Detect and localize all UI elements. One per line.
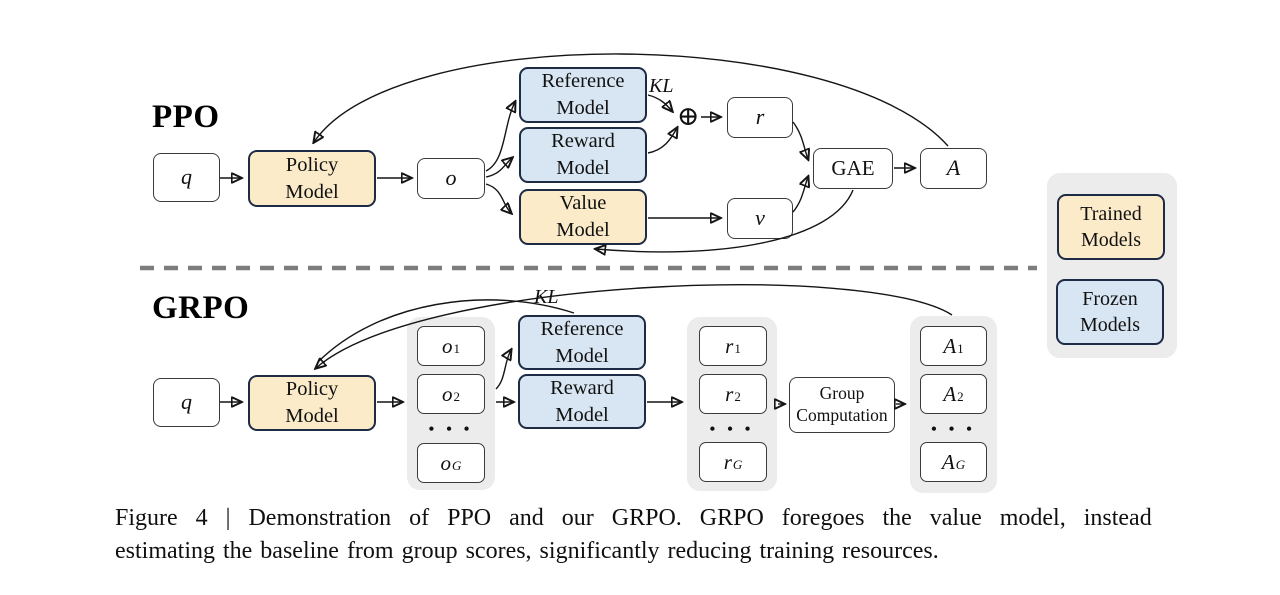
reward-g-base: r [723, 449, 732, 474]
grpo-advantages-ellipsis: • • • [931, 420, 976, 438]
advantage-2-base: A [943, 381, 957, 406]
ppo-value-label: v [755, 205, 765, 231]
grpo-policy-model-box: Policy Model [248, 375, 376, 431]
ppo-query-label: q [181, 164, 192, 190]
arrow-ppo-o-to-reward [485, 158, 512, 178]
output-2-base: o [441, 381, 453, 406]
grpo-outputs-ellipsis: • • • [428, 420, 474, 438]
advantage-g-sub: G [955, 457, 966, 472]
ppo-value-box: v [727, 198, 793, 239]
ppo-advantage-box: A [920, 148, 987, 189]
grpo-query-label: q [181, 389, 192, 415]
grpo-reference-model-box: Reference Model [518, 315, 646, 370]
arrow-ppo-o-to-value [485, 183, 511, 213]
ppo-gae-box: GAE [813, 148, 893, 189]
ppo-advantage-label: A [946, 155, 961, 181]
grpo-query-box: q [153, 378, 220, 427]
grpo-group-computation-box: Group Computation [789, 377, 895, 433]
arrow-ppo-v-to-gae [792, 177, 808, 213]
grpo-heading: GRPO [152, 290, 250, 326]
arrow-ppo-reward-to-oplus [647, 128, 677, 154]
legend-frozen-models: Frozen Models [1056, 279, 1164, 345]
oplus-icon: ⊕ [676, 101, 700, 131]
legend-trained-models: Trained Models [1057, 194, 1165, 260]
grpo-rewards-ellipsis: • • • [709, 420, 755, 438]
output-1-sub: 1 [453, 341, 460, 356]
figure-caption: Figure 4 | Demonstration of PPO and our … [115, 502, 1175, 568]
ppo-policy-model-box: Policy Model [248, 150, 376, 207]
output-1-base: o [441, 333, 453, 358]
reward-2-sub: 2 [734, 389, 741, 404]
caption-line-2: estimating the baseline from group score… [115, 538, 939, 564]
ppo-output-box: o [417, 158, 485, 199]
advantage-g-base: A [941, 449, 955, 474]
reward-g-sub: G [732, 457, 743, 472]
grpo-reward-model-box: Reward Model [518, 374, 646, 429]
caption-line-1: Figure 4 | Demonstration of PPO and our … [115, 505, 1152, 531]
advantage-1-sub: 1 [957, 341, 964, 356]
ppo-output-label: o [445, 165, 457, 191]
grpo-kl-label: KL [534, 286, 559, 308]
output-g-sub: G [452, 458, 462, 473]
output-g-base: o [440, 450, 452, 475]
ppo-kl-label: KL [649, 75, 674, 97]
ppo-query-box: q [153, 153, 220, 202]
reward-1-base: r [725, 333, 734, 358]
ppo-reward-box: r [727, 97, 793, 138]
arrow-grpo-outputs-to-reference [495, 350, 511, 390]
ppo-heading: PPO [152, 99, 220, 135]
ppo-reward-model-box: Reward Model [519, 127, 647, 183]
ppo-reference-model-box: Reference Model [519, 67, 647, 123]
ppo-reward-label: r [755, 104, 765, 130]
output-2-sub: 2 [453, 389, 460, 404]
advantage-2-sub: 2 [957, 389, 964, 404]
advantage-1-base: A [943, 333, 957, 358]
arrow-ppo-r-to-gae [792, 121, 808, 159]
reward-2-base: r [725, 381, 734, 406]
reward-1-sub: 1 [734, 341, 741, 356]
ppo-value-model-box: Value Model [519, 189, 647, 245]
arrow-ppo-o-to-reference [485, 102, 515, 172]
